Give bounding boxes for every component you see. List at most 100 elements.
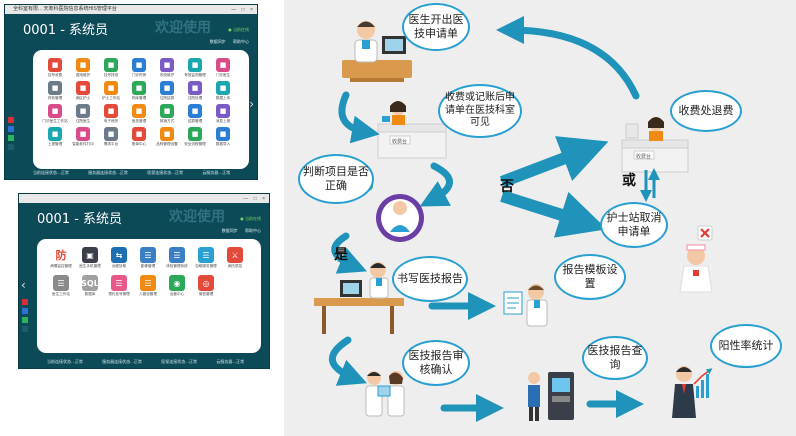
app-tile[interactable]: ■费用维护 <box>69 58 97 78</box>
label-or: 或 <box>622 173 636 189</box>
app-label: 数据导入 <box>215 142 231 146</box>
app-tile[interactable]: ▣医生手机管理 <box>76 247 104 269</box>
dot-red[interactable] <box>8 117 14 123</box>
app-label: 住院医生 <box>75 119 91 123</box>
prev-page-arrow-icon[interactable]: ‹ <box>21 278 26 292</box>
status-bar: 当前连接状态...正常 服务器连接状态...正常 医保连接状态...正常 云服务… <box>33 170 247 176</box>
toolbar: 数据同步 帮助中心 <box>222 228 261 234</box>
dot-red[interactable] <box>22 299 28 305</box>
app-icon: ■ <box>132 127 146 141</box>
app-tile[interactable]: ☰预约挂号管理 <box>105 275 133 297</box>
arrow-1-to-2 <box>338 91 380 144</box>
app-tile[interactable]: ■住院结算 <box>153 81 181 101</box>
app-tile[interactable]: ■电子病历 <box>97 104 125 124</box>
app-tile[interactable]: ■住院医生 <box>69 104 97 124</box>
app-label: 门诊医生工作站 <box>42 119 68 123</box>
app-label: 病历质控 <box>227 264 243 268</box>
app-grid: 防病情监控管理▣医生手机管理⇆远程协助☰影像管理☰体检管理系统☰自助服务管理⚔病… <box>47 247 250 297</box>
cashier-counter-illustration: 收费台 <box>377 101 447 159</box>
app-label: 运营中心 <box>169 292 185 296</box>
app-tile[interactable]: ■消息上报 <box>209 104 237 124</box>
app-tile[interactable]: ■结算管理 <box>181 104 209 124</box>
dot-green[interactable] <box>22 317 28 323</box>
app-tile[interactable]: ■门诊医生工作站 <box>41 104 69 124</box>
app-icon: ■ <box>188 81 202 95</box>
app-icon: ☰ <box>198 247 214 263</box>
step-nurse-cancel: 护士站取消申请单 <box>600 202 668 248</box>
next-page-arrow-icon[interactable]: › <box>249 97 254 111</box>
app-icon: ■ <box>216 58 230 72</box>
step-refund: 收费处退费 <box>670 90 742 132</box>
app-tile[interactable]: ☰影像管理 <box>134 247 162 269</box>
app-tile[interactable]: ◎微信管理 <box>192 275 220 297</box>
app-tile[interactable]: ■账单中心 <box>125 127 153 147</box>
app-icon: ■ <box>76 58 90 72</box>
arrow-3-to-4 <box>331 232 367 274</box>
app-tile[interactable]: ■住院处理 <box>181 81 209 101</box>
app-label: 电子病历 <box>103 119 119 123</box>
app-tile[interactable]: ■挂号收费 <box>41 58 69 78</box>
app-icon: ■ <box>48 58 62 72</box>
app-tile[interactable]: ■有效监测管理 <box>181 58 209 78</box>
app-label: 预约挂号管理 <box>108 292 130 296</box>
app-label: 挂号收费 <box>47 73 63 77</box>
app-tile[interactable]: ⇆远程协助 <box>105 247 133 269</box>
app-tile[interactable]: ■上报管理 <box>41 127 69 147</box>
app-icon: ■ <box>132 104 146 118</box>
help-button[interactable]: 帮助中心 <box>245 228 261 233</box>
app-tile[interactable]: ■病区护士 <box>69 81 97 101</box>
app-tile[interactable]: ■药库管理 <box>125 81 153 101</box>
app-icon: ☰ <box>169 247 185 263</box>
dot-green[interactable] <box>8 135 14 141</box>
app-icon: ■ <box>48 127 62 141</box>
app-tile[interactable]: 防病情监控管理 <box>47 247 75 269</box>
arrow-no-to-refund <box>499 136 609 188</box>
status-item: 云服务器...正常 <box>202 170 231 175</box>
app-tile[interactable]: ☰体检管理系统 <box>163 247 191 269</box>
app-tile[interactable]: ⚔病历质控 <box>221 247 249 269</box>
step-query: 医技报告查询 <box>582 336 648 380</box>
app-icon: ■ <box>104 81 118 95</box>
app-label: 病区护士 <box>75 96 91 100</box>
app-tile[interactable]: ■核销方式 <box>153 104 181 124</box>
app-label: 药库管理 <box>131 96 147 100</box>
app-tile[interactable]: ■安全流程管理 <box>181 127 209 147</box>
dot-teal[interactable] <box>8 144 14 150</box>
app-label: 影像管理 <box>140 264 156 268</box>
app-tile[interactable]: ■数据导入 <box>209 127 237 147</box>
app-tile[interactable]: ■护士工作站 <box>97 81 125 101</box>
side-color-dots <box>8 117 15 153</box>
dot-blue[interactable] <box>22 308 28 314</box>
app-tile[interactable]: ■需求平台 <box>97 127 125 147</box>
app-tile[interactable]: ■门诊药房 <box>125 58 153 78</box>
app-label: 需求平台 <box>103 142 119 146</box>
app-grid: ■挂号收费■费用维护■挂号排班■门诊药房■系统维护■有效监测管理■门诊医生■药效… <box>41 58 237 147</box>
app-tile[interactable]: ■品种管理设置 <box>153 127 181 147</box>
app-tile[interactable]: ☰医生工作站 <box>47 275 75 297</box>
sync-button[interactable]: 数据同步 <box>209 39 226 44</box>
app-tile[interactable]: ■挂号排班 <box>97 58 125 78</box>
nurse-cancel-illustration <box>679 225 713 293</box>
dot-teal[interactable] <box>22 326 28 332</box>
app-icon: ☰ <box>53 275 69 291</box>
sync-button[interactable]: 数据同步 <box>221 228 238 233</box>
label-yes: 是 <box>334 247 348 263</box>
window-controls[interactable]: — □ × <box>231 7 255 13</box>
app-tile[interactable]: ■智能软件打印 <box>69 127 97 147</box>
app-tile[interactable]: ■数据上传 <box>209 81 237 101</box>
app-icon: ⚔ <box>227 247 243 263</box>
app-tile[interactable]: ◉运营中心 <box>163 275 191 297</box>
app-icon: ■ <box>104 58 118 72</box>
app-tile[interactable]: ■系统维护 <box>153 58 181 78</box>
step-review: 医技报告审核确认 <box>402 340 470 386</box>
app-tile[interactable]: ■门诊医生 <box>209 58 237 78</box>
app-tile[interactable]: ■药效管理 <box>41 81 69 101</box>
app-tile[interactable]: ☰入路径管理 <box>134 275 162 297</box>
step-charge-visible: 收费或记账后申请单在医技科室可见 <box>438 84 522 138</box>
help-button[interactable]: 帮助中心 <box>233 39 249 44</box>
window-controls[interactable]: — □ × <box>243 196 267 202</box>
app-tile[interactable]: ☰自助服务管理 <box>192 247 220 269</box>
dot-blue[interactable] <box>8 126 14 132</box>
app-tile[interactable]: ■医技管理 <box>125 104 153 124</box>
